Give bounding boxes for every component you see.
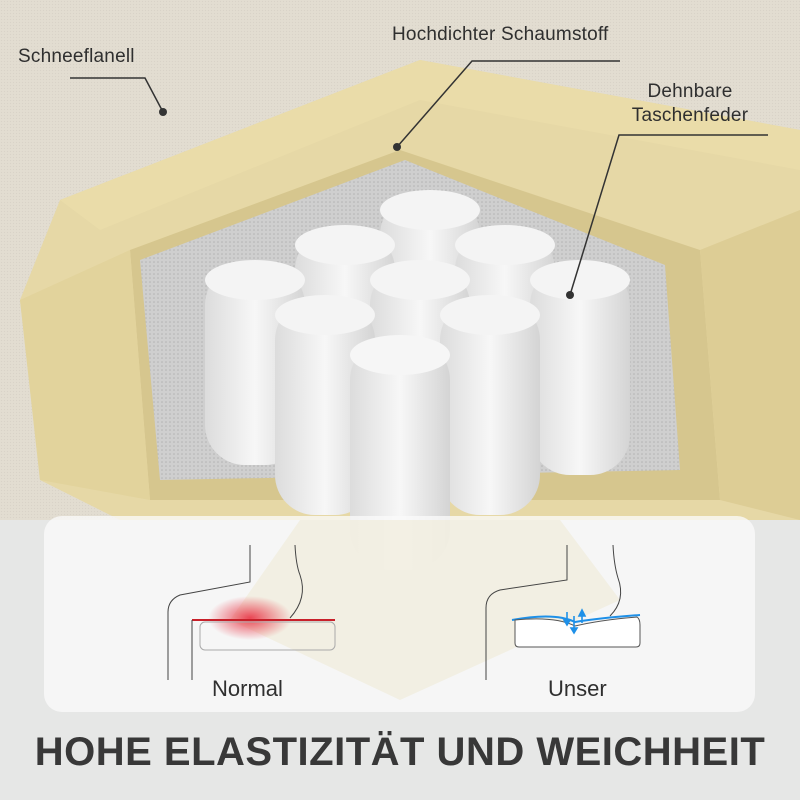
normal-cushion bbox=[199, 621, 336, 651]
label-schaumstoff: Hochdichter Schaumstoff bbox=[392, 24, 609, 45]
normal-seating-figure bbox=[167, 544, 336, 680]
headline: HOHE ELASTIZITÄT UND WEICHHEIT bbox=[34, 730, 766, 774]
foam-slab-ghost bbox=[230, 520, 620, 700]
label-taschenfeder-line1: Dehnbare bbox=[647, 81, 733, 102]
caption-unser: Unser bbox=[548, 676, 607, 701]
caption-normal: Normal bbox=[212, 676, 283, 701]
callout-schneeflanell bbox=[70, 77, 167, 116]
callout-taschenfeder bbox=[566, 134, 768, 299]
support-arrows-icon bbox=[562, 608, 587, 635]
unser-seating-figure bbox=[485, 544, 641, 680]
label-taschenfeder-line2: Taschenfeder bbox=[631, 105, 749, 126]
pressure-point-icon bbox=[208, 596, 292, 640]
callout-schaumstoff bbox=[393, 60, 620, 151]
pocket-springs bbox=[205, 190, 630, 570]
label-schneeflanell: Schneeflanell bbox=[18, 46, 135, 67]
label-taschenfeder: Dehnbare Taschenfeder bbox=[600, 80, 780, 128]
